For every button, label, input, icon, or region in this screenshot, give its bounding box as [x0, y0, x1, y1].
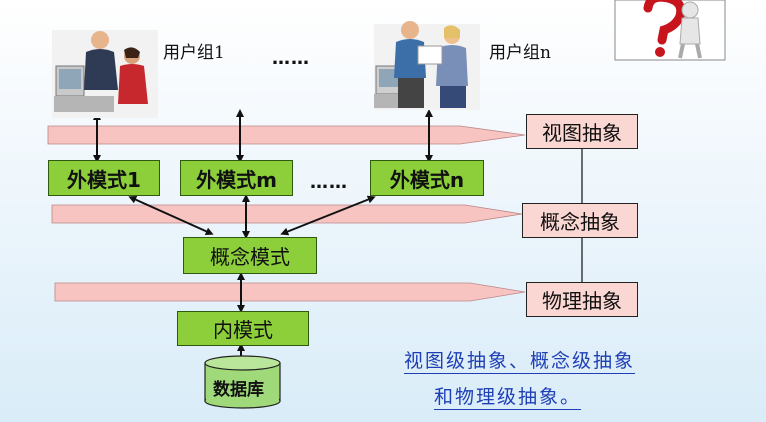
external-schema-1-box: 外模式1: [48, 160, 160, 196]
database-cylinder-icon: [204, 355, 281, 409]
physical-abstraction-band: [54, 282, 526, 302]
user-group-n-label: 用户组n: [489, 43, 551, 63]
office-workers-illustration-1: [52, 30, 158, 118]
user-group-1-label: 用户组1: [163, 43, 225, 63]
view-abstraction-band: [47, 125, 526, 145]
external-schema-m-box: 外模式m: [180, 160, 293, 196]
view-abstraction-label: 视图抽象: [526, 114, 638, 149]
question-mark-figure-icon: [614, 0, 726, 61]
arrow-scheman-concept: [280, 195, 376, 236]
physical-abstraction-label: 物理抽象: [526, 282, 638, 317]
note-line-1: 视图级抽象、概念级抽象: [404, 350, 636, 372]
external-schema-n-box: 外模式n: [370, 160, 484, 196]
office-workers-illustration-n: [374, 21, 480, 110]
external-schemas-ellipsis: ……: [310, 172, 348, 193]
internal-schema-box: 内模式: [177, 311, 309, 346]
database-label: 数据库: [213, 380, 264, 400]
conceptual-schema-box: 概念模式: [183, 237, 317, 274]
concept-abstraction-label: 概念抽象: [522, 203, 638, 238]
concept-abstraction-band: [51, 204, 523, 224]
arrow-schema1-concept: [128, 195, 214, 236]
user-groups-ellipsis: ……: [272, 48, 310, 69]
note-line-2: 和物理级抽象。: [434, 386, 582, 408]
